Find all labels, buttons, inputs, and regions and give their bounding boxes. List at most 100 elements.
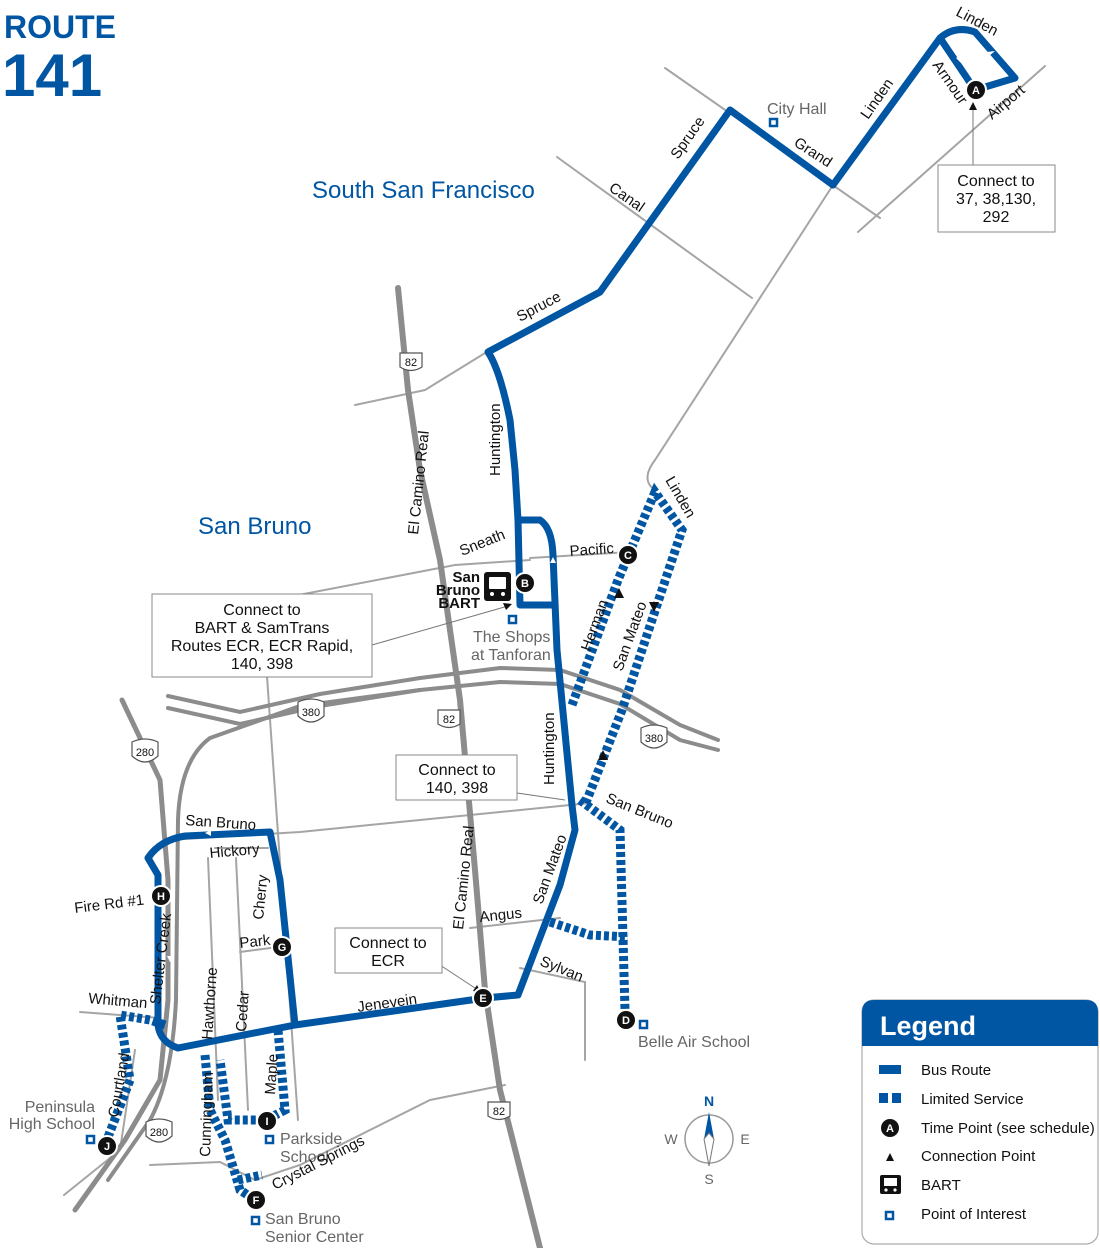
shield-82-north: 82 (399, 352, 423, 372)
legend-bus-route: Bus Route (921, 1062, 991, 1079)
svg-text:H: H (157, 891, 165, 903)
legend-poi-swatch (884, 1210, 895, 1221)
street-label-armour: Armour (929, 58, 971, 108)
svg-text:82: 82 (405, 357, 417, 369)
svg-text:280: 280 (136, 747, 154, 759)
legend-time-point: Time Point (see schedule) (921, 1120, 1095, 1137)
street-label-spruce-north: Spruce (667, 114, 708, 163)
svg-text:Routes ECR, ECR Rapid,: Routes ECR, ECR Rapid, (171, 638, 353, 655)
callout-bart: Connect to BART & SamTrans Routes ECR, E… (151, 593, 512, 678)
street-label-canal: Canal (606, 179, 648, 215)
svg-text:E: E (479, 993, 486, 1005)
poi-parkside-marker (264, 1134, 275, 1145)
poi-peninsula-line1: Peninsula (25, 1099, 95, 1116)
poi-city-hall-marker (768, 117, 779, 128)
svg-text:G: G (278, 942, 287, 954)
svg-text:82: 82 (443, 714, 455, 726)
street-label-spruce-south: Spruce (514, 288, 564, 325)
compass-south: S (704, 1171, 713, 1187)
street-label-hawthorne: Hawthorne (199, 967, 221, 1041)
legend: Legend Bus Route Limited Service A Time … (861, 999, 1099, 1245)
highways (72, 285, 720, 1248)
street-label-whitman: Whitman (88, 990, 148, 1012)
street-label-huntington-south: Huntington (541, 712, 558, 785)
svg-text:A: A (886, 1123, 894, 1135)
time-point-i: I (256, 1110, 278, 1132)
legend-title: Legend (880, 1011, 976, 1041)
street-label-park: Park (239, 932, 272, 952)
shield-280-south: 280 (145, 1118, 173, 1143)
svg-text:D: D (622, 1015, 630, 1027)
legend-bart-icon (880, 1175, 901, 1194)
svg-text:B: B (521, 578, 529, 590)
svg-text:ROUTE: ROUTE (4, 9, 116, 45)
time-point-j: J (96, 1135, 118, 1157)
time-points: A B C D E F G H I J (96, 79, 987, 1211)
shield-82-middle: 82 (437, 709, 461, 729)
street-label-sneath: Sneath (457, 526, 507, 560)
svg-text:280: 280 (150, 1127, 168, 1139)
street-label-linden-sb: Linden (662, 474, 699, 522)
bart-label-line1: San (452, 569, 480, 586)
time-point-e: E (472, 987, 494, 1009)
street-label-fire-rd: Fire Rd #1 (73, 892, 145, 917)
street-label-huntington-north: Huntington (487, 403, 504, 476)
street-label-angus: Angus (479, 905, 523, 926)
poi-belle-air: Belle Air School (638, 1034, 750, 1051)
svg-text:Connect to: Connect to (957, 173, 1034, 190)
svg-text:J: J (104, 1141, 110, 1153)
time-point-h: H (150, 885, 172, 907)
street-label-san-bruno-west: San Bruno (185, 812, 257, 834)
shield-280-north: 280 (131, 738, 159, 763)
street-label-pacific: Pacific (569, 540, 615, 560)
shield-380-west: 380 (297, 698, 325, 723)
legend-point-of-interest: Point of Interest (921, 1206, 1027, 1223)
svg-text:141: 141 (2, 42, 102, 109)
time-point-f: F (245, 1189, 267, 1211)
legend-time-point-swatch (881, 1119, 899, 1137)
poi-belle-air-marker (638, 1019, 649, 1030)
poi-city-hall: City Hall (767, 101, 827, 118)
svg-text:A: A (972, 85, 980, 97)
limited-direction-arrows (598, 588, 659, 760)
shield-82-south: 82 (487, 1101, 511, 1121)
poi-parkside-line2: School (280, 1149, 329, 1166)
time-point-a: A (965, 79, 987, 101)
street-label-cedar: Cedar (233, 990, 253, 1032)
poi-shops-line1: The Shops (473, 629, 550, 646)
street-label-herman: Herman (578, 597, 612, 653)
legend-connection-swatch (886, 1153, 894, 1161)
svg-text:37, 38,130,: 37, 38,130, (956, 191, 1036, 208)
bart-label-line2: Bruno (436, 582, 480, 599)
svg-text:292: 292 (983, 209, 1010, 226)
svg-text:ECR: ECR (371, 953, 405, 970)
svg-text:82: 82 (493, 1106, 505, 1118)
svg-text:140, 398: 140, 398 (231, 656, 293, 673)
svg-text:380: 380 (302, 707, 320, 719)
time-point-g: G (271, 936, 293, 958)
legend-limited-swatch-b (892, 1093, 901, 1103)
poi-tanforan-marker (507, 614, 518, 625)
poi-parkside-line1: Parkside (280, 1131, 342, 1148)
svg-text:C: C (624, 550, 632, 562)
street-label-cherry: Cherry (250, 873, 272, 920)
poi-peninsula-line2: High School (9, 1116, 95, 1133)
street-label-grand: Grand (791, 134, 835, 171)
callout-san-bruno: Connect to 140, 398 (395, 754, 566, 801)
callout-ecr: Connect to ECR (334, 927, 481, 993)
bart-label-line3: BART (438, 595, 480, 612)
direction-arrows (167, 51, 995, 962)
time-point-c: C (617, 544, 639, 566)
poi-markers (85, 117, 779, 1226)
bus-route-main (144, 26, 1019, 1052)
route-title: ROUTE 141 (2, 9, 116, 109)
svg-text:I: I (265, 1116, 268, 1128)
svg-text:Connect to: Connect to (418, 762, 495, 779)
compass-north: N (704, 1093, 714, 1109)
street-label-sylvan: Sylvan (538, 953, 586, 986)
time-point-b: B (514, 572, 536, 594)
compass-west: W (664, 1131, 678, 1147)
time-point-d: D (615, 1009, 637, 1031)
highway-shields: 82 82 82 380 380 280 280 (131, 352, 668, 1143)
